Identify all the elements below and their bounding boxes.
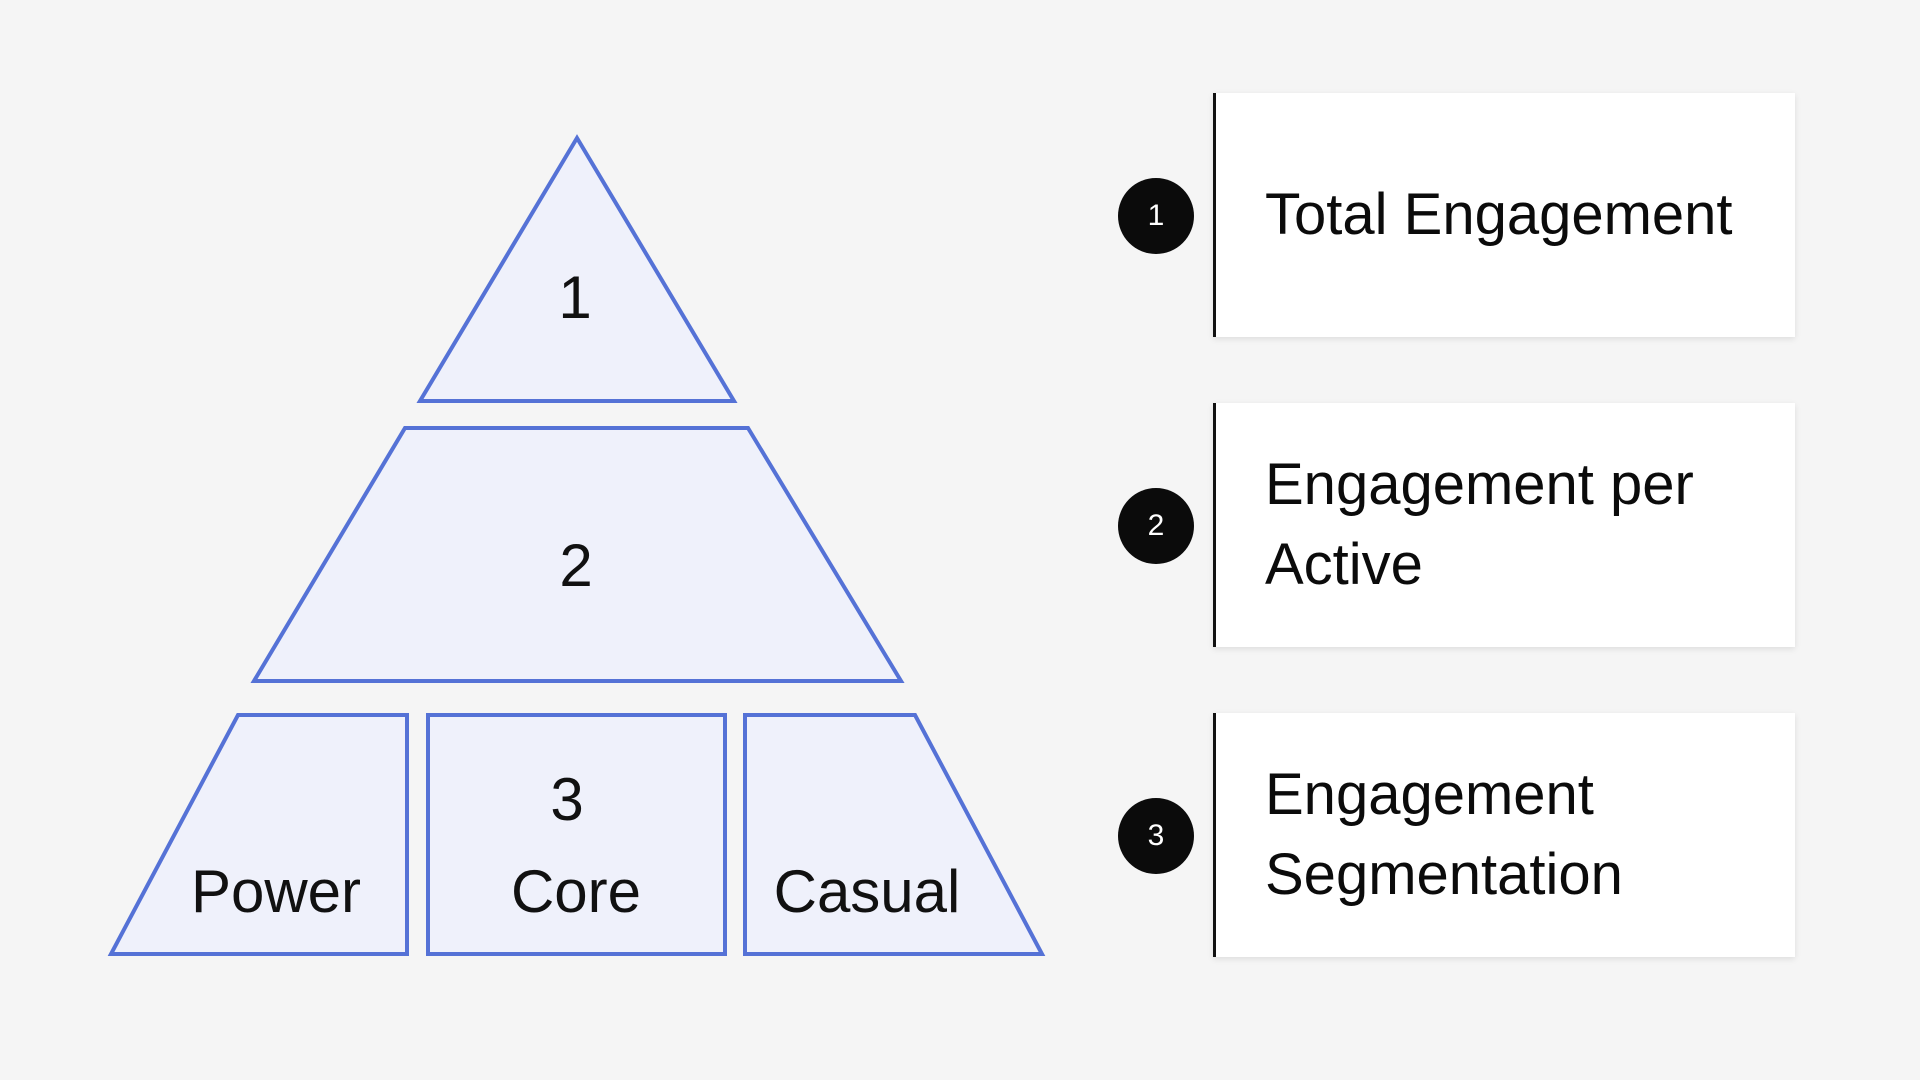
legend-label-1: Total Engagement [1265, 182, 1733, 247]
pyramid-tier-1-number: 1 [558, 264, 591, 331]
legend-label-2: Engagement per Active [1265, 452, 1694, 597]
pyramid-tier-3-number: 3 [550, 766, 583, 833]
legend-card-3: Engagement Segmentation [1213, 713, 1795, 957]
legend-item-2: 2 Engagement per Active [1118, 403, 1800, 647]
legend-item-1: 1 Total Engagement [1118, 93, 1800, 337]
pyramid-segment-core [426, 713, 727, 956]
legend-badge-3: 3 [1118, 798, 1194, 874]
pyramid-tier-2 [250, 426, 905, 683]
pyramid-tier-1 [416, 134, 738, 403]
legend-item-3: 3 Engagement Segmentation [1118, 713, 1800, 957]
legend-card-1: Total Engagement [1213, 93, 1795, 337]
pyramid-segment-power [107, 713, 409, 956]
segment-label-core: Core [511, 858, 641, 925]
pyramid-tier-2-number: 2 [559, 532, 592, 599]
segment-label-casual: Casual [774, 858, 961, 925]
pyramid-segment-casual [743, 713, 1046, 956]
legend-label-3: Engagement Segmentation [1265, 762, 1623, 907]
legend-badge-1: 1 [1118, 178, 1194, 254]
segment-label-power: Power [191, 858, 361, 925]
legend-card-2: Engagement per Active [1213, 403, 1795, 647]
legend-badge-2: 2 [1118, 488, 1194, 564]
